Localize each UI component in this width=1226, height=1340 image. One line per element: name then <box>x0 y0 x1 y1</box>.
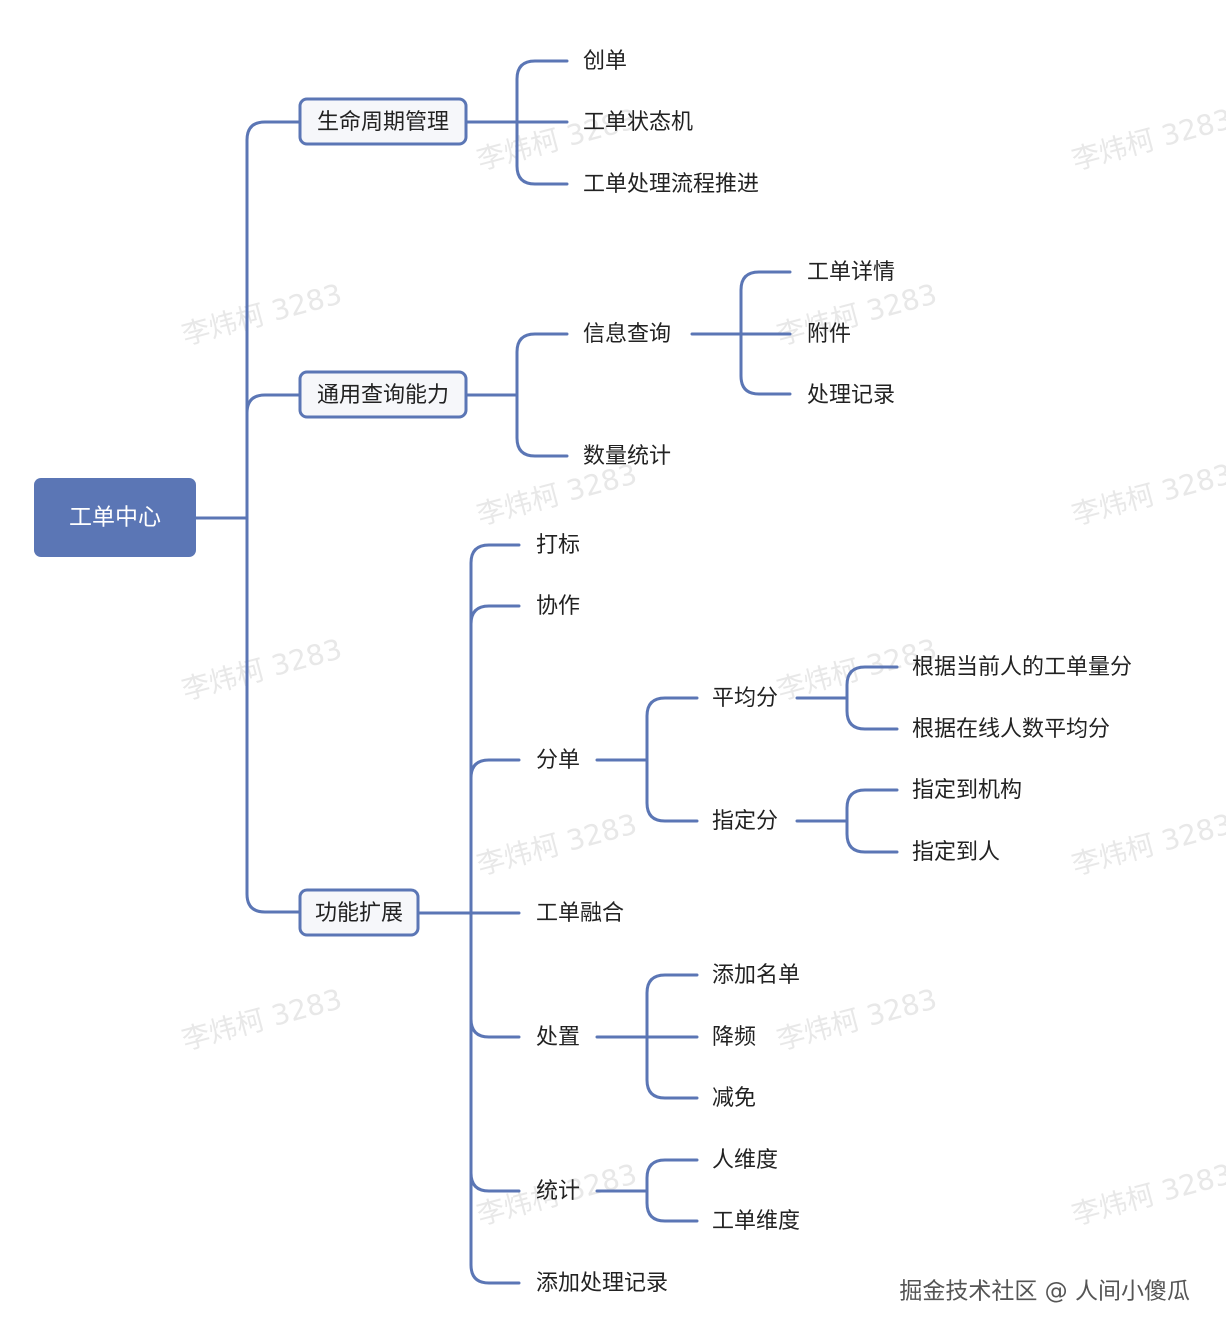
leaf-node-record[interactable]: 处理记录 <box>807 383 895 408</box>
branch-node-box <box>298 97 468 146</box>
leaf-node-by-load[interactable]: 根据当前人的工单量分 <box>912 655 1132 680</box>
root-node-label: 工单中心 <box>69 505 161 531</box>
watermark: 李炜柯 3283 <box>773 277 940 351</box>
leaf-node-by-online[interactable]: 根据在线人数平均分 <box>912 717 1110 742</box>
branch-node-box <box>298 370 468 419</box>
node-handle[interactable]: 处置 <box>536 1025 580 1050</box>
connector <box>469 543 521 1285</box>
branch-node-box <box>298 888 420 937</box>
branch-node-label: 生命周期管理 <box>317 110 449 135</box>
branch-node-query[interactable]: 通用查询能力 <box>298 370 468 419</box>
connector <box>469 758 521 780</box>
connector <box>645 1158 699 1223</box>
node-dispatch-average[interactable]: 平均分 <box>712 686 778 711</box>
connector <box>469 1017 521 1039</box>
leaf-node-add-list[interactable]: 添加名单 <box>712 963 800 988</box>
watermark: 李炜柯 3283 <box>1068 102 1226 176</box>
leaf-node-collab[interactable]: 协作 <box>536 594 580 619</box>
connector <box>469 604 521 626</box>
leaf-node-reduce-frequency[interactable]: 降频 <box>712 1025 756 1050</box>
leaf-node-detail[interactable]: 工单详情 <box>807 260 895 285</box>
leaf-node-ticket-dimension[interactable]: 工单维度 <box>712 1209 800 1234</box>
connector <box>645 696 699 823</box>
leaf-node-merge[interactable]: 工单融合 <box>536 901 624 926</box>
node-dispatch-assign[interactable]: 指定分 <box>712 809 778 834</box>
branch-node-label: 通用查询能力 <box>317 383 449 408</box>
connector <box>645 973 699 1100</box>
watermark: 李炜柯 3283 <box>178 632 345 706</box>
node-statistics[interactable]: 统计 <box>536 1179 580 1204</box>
connector <box>245 120 301 914</box>
root-node-box <box>34 478 196 557</box>
connectors <box>194 59 899 1285</box>
branch-node-label: 功能扩展 <box>315 901 403 926</box>
leaf-node-count[interactable]: 数量统计 <box>583 444 671 469</box>
connector <box>515 332 569 458</box>
leaf-node-add-record[interactable]: 添加处理记录 <box>536 1271 668 1296</box>
branch-node-lifecycle[interactable]: 生命周期管理 <box>298 97 468 146</box>
connector <box>245 393 301 415</box>
connector <box>515 59 569 186</box>
connector <box>469 1171 521 1193</box>
leaf-node-attachment[interactable]: 附件 <box>807 322 851 347</box>
leaf-node-to-person[interactable]: 指定到人 <box>912 840 1000 865</box>
leaf-node-create[interactable]: 创单 <box>583 49 627 74</box>
branch-node-extension[interactable]: 功能扩展 <box>298 888 420 937</box>
node-dispatch[interactable]: 分单 <box>536 748 580 773</box>
connector <box>845 665 899 731</box>
connector <box>845 788 899 854</box>
leaf-node-person-dimension[interactable]: 人维度 <box>712 1148 778 1173</box>
watermark: 李炜柯 3283 <box>1068 1157 1226 1231</box>
connector <box>739 270 792 396</box>
leaf-node-to-org[interactable]: 指定到机构 <box>912 778 1022 803</box>
leaf-node-state-machine[interactable]: 工单状态机 <box>583 110 693 135</box>
footer-credit: 掘金技术社区 @ 人间小傻瓜 <box>899 1279 1190 1305</box>
watermark: 李炜柯 3283 <box>1068 807 1226 881</box>
leaf-node-flow[interactable]: 工单处理流程推进 <box>583 172 759 197</box>
watermark: 李炜柯 3283 <box>473 807 640 881</box>
leaf-node-waive[interactable]: 减免 <box>712 1086 756 1111</box>
watermark: 李炜柯 3283 <box>178 982 345 1056</box>
watermark: 李炜柯 3283 <box>178 277 345 351</box>
node-info-query[interactable]: 信息查询 <box>583 322 671 347</box>
root-node[interactable]: 工单中心 <box>34 478 196 557</box>
leaf-node-tag[interactable]: 打标 <box>536 533 580 558</box>
watermark: 李炜柯 3283 <box>773 982 940 1056</box>
watermark: 李炜柯 3283 <box>1068 457 1226 531</box>
